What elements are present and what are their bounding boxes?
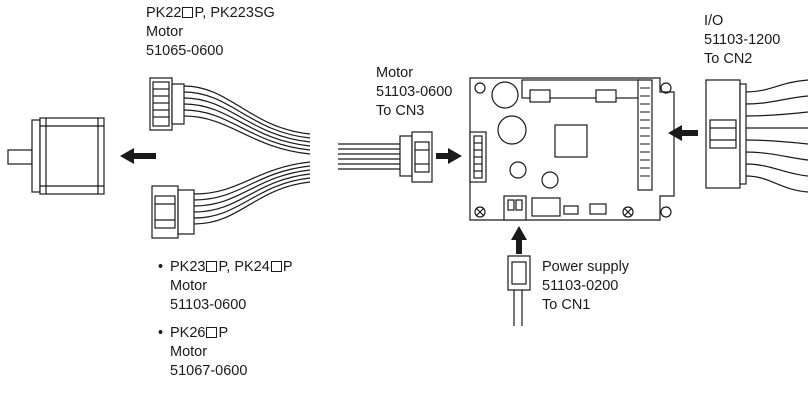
stepping-motor (7, 117, 105, 195)
driver-board (469, 77, 675, 221)
arrow-to-cn1 (511, 226, 527, 254)
square-placeholder-icon (206, 261, 218, 272)
motor-connector-51065 (149, 77, 311, 155)
power-supply-connector (507, 255, 531, 326)
cn3-label: Motor 51103-0600 To CN3 (376, 65, 453, 119)
motor-connector-51103 (151, 161, 311, 239)
io-cable-connector (705, 79, 808, 193)
square-placeholder-icon (270, 261, 282, 272)
cn2-label: I/O 51103-1200 To CN2 (704, 13, 781, 67)
square-placeholder-icon (182, 7, 194, 18)
arrow-to-motor (120, 148, 156, 164)
cn3-cable-connector (338, 131, 433, 183)
arrow-to-cn3 (436, 148, 462, 164)
arrow-to-cn2 (668, 125, 698, 141)
cn1-label: Power supply 51103-0200 To CN1 (542, 259, 630, 313)
square-placeholder-icon (206, 327, 218, 338)
